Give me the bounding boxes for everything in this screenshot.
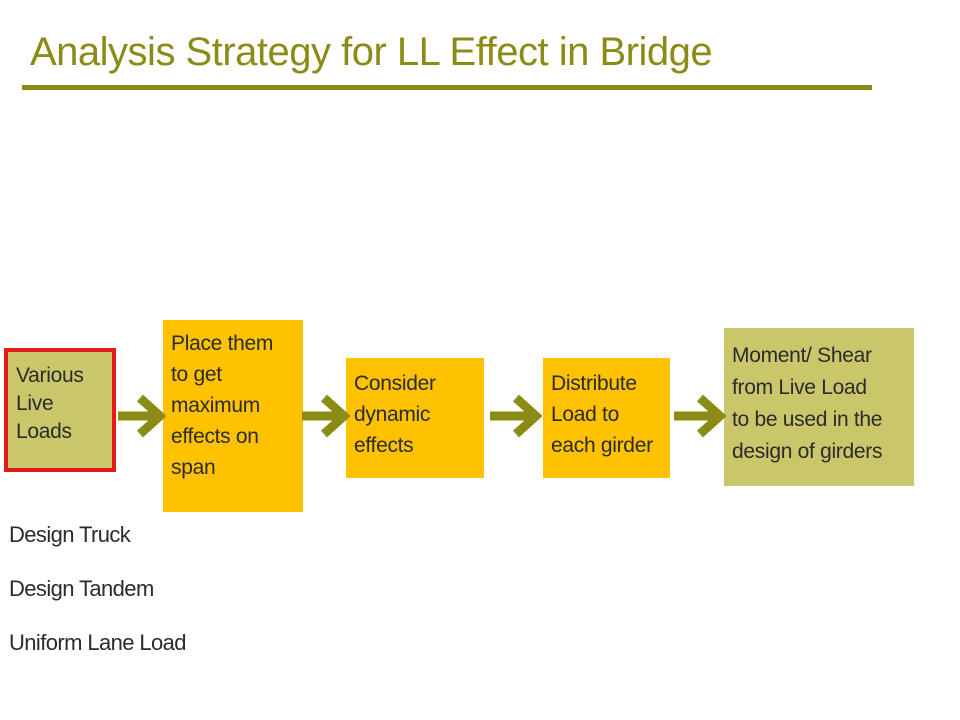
load-type-uniform-lane-load: Uniform Lane Load [9,630,187,655]
arrow-right-icon [118,394,166,438]
arrow-right-icon [490,394,542,438]
arrow-right-icon [674,394,726,438]
page-title: Analysis Strategy for LL Effect in Bridg… [30,30,713,74]
step-moment-shear: Moment/ Shear from Live Load to be used … [724,328,914,486]
step-distribute-load: Distribute Load to each girder [543,358,670,478]
load-type-design-truck: Design Truck [9,522,131,547]
step-place-loads: Place them to get maximum effects on spa… [163,320,303,512]
step-consider-dynamic: Consider dynamic effects [346,358,484,478]
load-type-design-tandem: Design Tandem [9,576,154,601]
title-underline [22,85,872,90]
step-various-live-loads: Various Live Loads [4,348,116,472]
arrow-right-icon [302,394,350,438]
